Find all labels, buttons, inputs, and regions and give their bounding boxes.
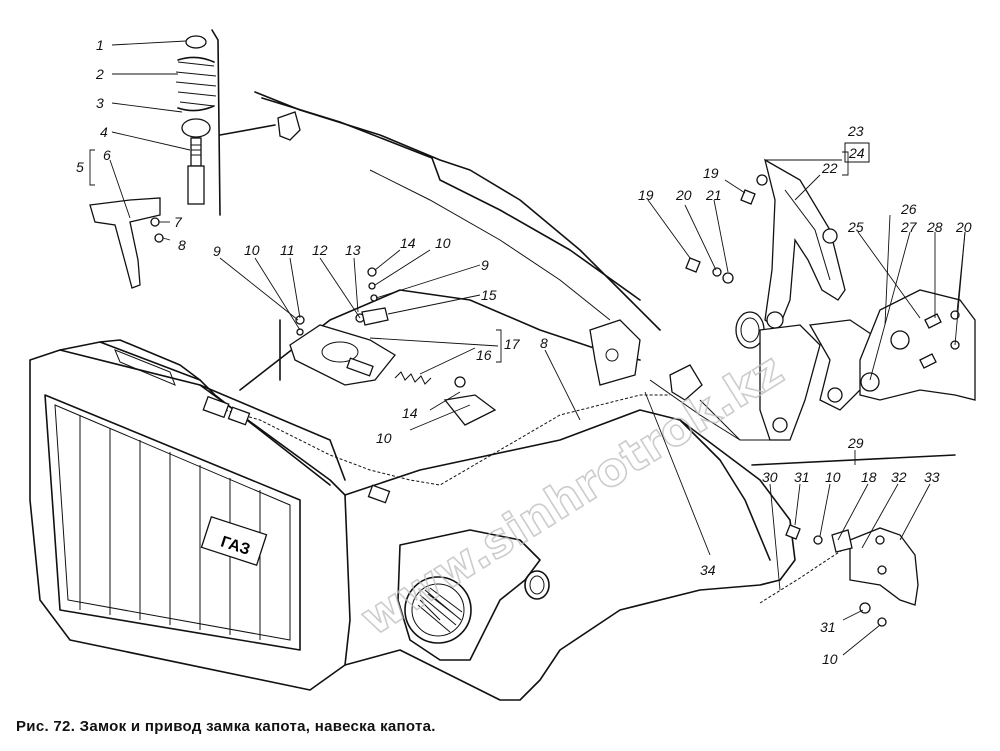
callout-21: 21 xyxy=(705,187,722,203)
callout-10: 10 xyxy=(825,469,841,485)
callout-19: 19 xyxy=(703,165,719,181)
callout-7: 7 xyxy=(174,214,183,230)
callout-10: 10 xyxy=(435,235,451,251)
callout-20: 20 xyxy=(675,187,692,203)
callout-1: 1 xyxy=(96,37,104,53)
callout-20: 20 xyxy=(955,219,972,235)
callout-30: 30 xyxy=(762,469,778,485)
callout-24: 24 xyxy=(848,145,865,161)
callout-14: 14 xyxy=(400,235,416,251)
vehicle-front-body xyxy=(29,91,796,701)
watermark-text: www.sinhrotrok.kz xyxy=(351,342,792,646)
callout-23: 23 xyxy=(847,123,864,139)
callout-32: 32 xyxy=(891,469,907,485)
callout-11: 11 xyxy=(280,242,295,258)
safety-catch-assembly xyxy=(89,29,276,289)
hood-hinge-assembly xyxy=(685,158,976,441)
callout-15: 15 xyxy=(481,287,497,303)
callout-2: 2 xyxy=(95,66,104,82)
callout-18: 18 xyxy=(861,469,877,485)
callout-26: 26 xyxy=(900,201,917,217)
hood-release-handle-assembly xyxy=(751,454,956,627)
callout-14: 14 xyxy=(402,405,418,421)
callout-9: 9 xyxy=(481,257,489,273)
callout-29: 29 xyxy=(847,435,864,451)
callout-3: 3 xyxy=(96,95,104,111)
figure-caption: Рис. 72. Замок и привод замка капота, на… xyxy=(16,718,436,735)
callout-27: 27 xyxy=(900,219,918,235)
callout-28: 28 xyxy=(926,219,943,235)
callout-13: 13 xyxy=(345,242,361,258)
hood-lock-assembly xyxy=(202,111,851,604)
callout-labels: 1 2 3 4 5 6 7 8 9 10 11 12 13 14 10 9 15… xyxy=(76,37,972,667)
callout-25: 25 xyxy=(847,219,864,235)
callout-17: 17 xyxy=(504,336,521,352)
callout-4: 4 xyxy=(100,124,108,140)
callout-8: 8 xyxy=(178,237,186,253)
callout-10: 10 xyxy=(244,242,260,258)
callout-10: 10 xyxy=(376,430,392,446)
callout-5: 5 xyxy=(76,159,84,175)
callout-19: 19 xyxy=(638,187,654,203)
callout-31: 31 xyxy=(820,619,836,635)
callout-16: 16 xyxy=(476,347,492,363)
callout-24-box xyxy=(844,142,870,163)
callout-33: 33 xyxy=(924,469,940,485)
callout-6: 6 xyxy=(103,147,111,163)
callout-12: 12 xyxy=(312,242,328,258)
callout-10: 10 xyxy=(822,651,838,667)
callout-34: 34 xyxy=(700,562,716,578)
callout-9: 9 xyxy=(213,243,221,259)
callout-22: 22 xyxy=(821,160,838,176)
grille-badge: ГАЗ xyxy=(200,516,268,566)
callout-31: 31 xyxy=(794,469,810,485)
leader-lines xyxy=(89,40,966,656)
callout-8: 8 xyxy=(540,335,548,351)
